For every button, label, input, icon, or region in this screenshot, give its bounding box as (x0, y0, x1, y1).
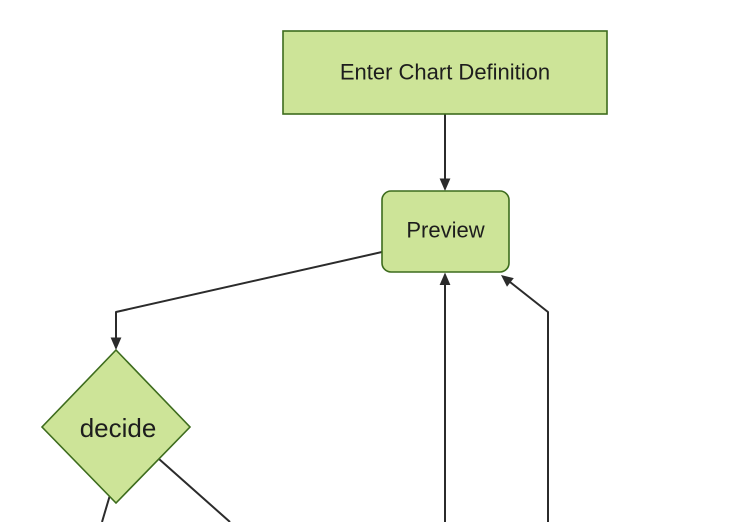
arrowhead-up-icon (439, 272, 451, 285)
edge-decide-to-bottom-right (158, 458, 231, 522)
node-rectangle (282, 30, 608, 115)
node-label: decide (80, 413, 157, 443)
node-decide: decide (40, 348, 192, 505)
node-diamond (40, 348, 192, 505)
edge-decide-to-bottom-left (101, 494, 111, 522)
node-preview: Preview (381, 190, 510, 273)
edge-line (115, 251, 383, 339)
edge-enter-chart-definition-to-preview (439, 114, 451, 191)
arrowhead-down-icon (110, 337, 122, 350)
edge-line (509, 281, 549, 522)
node-rounded-rectangle (381, 190, 510, 273)
edge-from-bottom-to-preview (439, 272, 451, 522)
node-label: Enter Chart Definition (340, 60, 550, 85)
edge-line (101, 494, 111, 522)
edge-line (158, 458, 231, 522)
edge-from-bottom-right-to-preview (501, 275, 549, 522)
arrowhead-down-icon (439, 178, 451, 191)
edge-preview-to-decide (110, 251, 383, 350)
node-enter-chart-definition: Enter Chart Definition (282, 30, 608, 115)
arrowhead-up-left-icon (501, 275, 514, 287)
node-label: Preview (406, 218, 484, 243)
